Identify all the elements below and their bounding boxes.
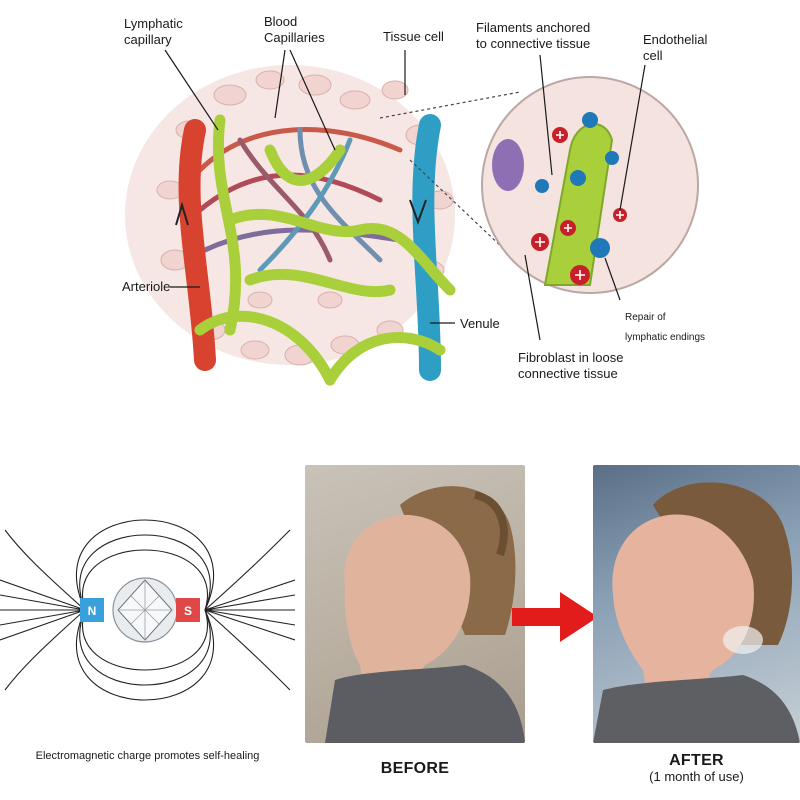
label-repair: Repair of lymphatic endings <box>625 312 706 343</box>
label-blood-capillaries: Blood Capillaries <box>264 14 325 45</box>
label-tissue-cell: Tissue cell <box>383 29 444 44</box>
label-arteriole: Arteriole <box>122 279 171 294</box>
before-label: BEFORE <box>380 760 450 777</box>
after-portrait <box>593 482 800 743</box>
magnified-view <box>481 76 699 294</box>
after-label: AFTER <box>669 752 724 769</box>
north-pole <box>80 598 104 622</box>
field-lines <box>0 519 295 701</box>
zoom-line <box>409 159 506 251</box>
venule-vessel <box>412 114 441 381</box>
after-photo <box>593 465 800 743</box>
lymphatic-diagram <box>125 49 699 386</box>
south-pole <box>176 598 200 622</box>
label-fibroblast: Fibroblast in loose connective tissue <box>518 350 624 381</box>
label-lymphatic-capillary: Lymphatic capillary <box>124 16 183 47</box>
north-label: N <box>88 604 97 618</box>
label-endothelial-cell: Endothelial cell <box>643 32 708 63</box>
arrow-right-icon <box>512 592 598 642</box>
magnetic-field-diagram: N S <box>0 519 295 701</box>
before-portrait <box>325 486 525 743</box>
diamond-icon <box>112 577 178 643</box>
blood-capillaries <box>197 127 403 273</box>
after-sublabel: (1 month of use) <box>649 769 744 784</box>
negative-ion-icon <box>535 112 619 258</box>
lymphatic-capillaries <box>194 114 456 386</box>
south-label: S <box>184 604 192 618</box>
arteriole-flow-arrow-icon <box>175 201 189 226</box>
label-venule: Venule <box>460 316 500 331</box>
label-pointers <box>164 49 646 341</box>
before-photo <box>305 465 525 743</box>
venule-flow-arrow-icon <box>409 199 427 225</box>
label-filaments: Filaments anchored to connective tissue <box>476 20 591 51</box>
magnet-caption: Electromagnetic charge promotes self-hea… <box>35 750 260 762</box>
